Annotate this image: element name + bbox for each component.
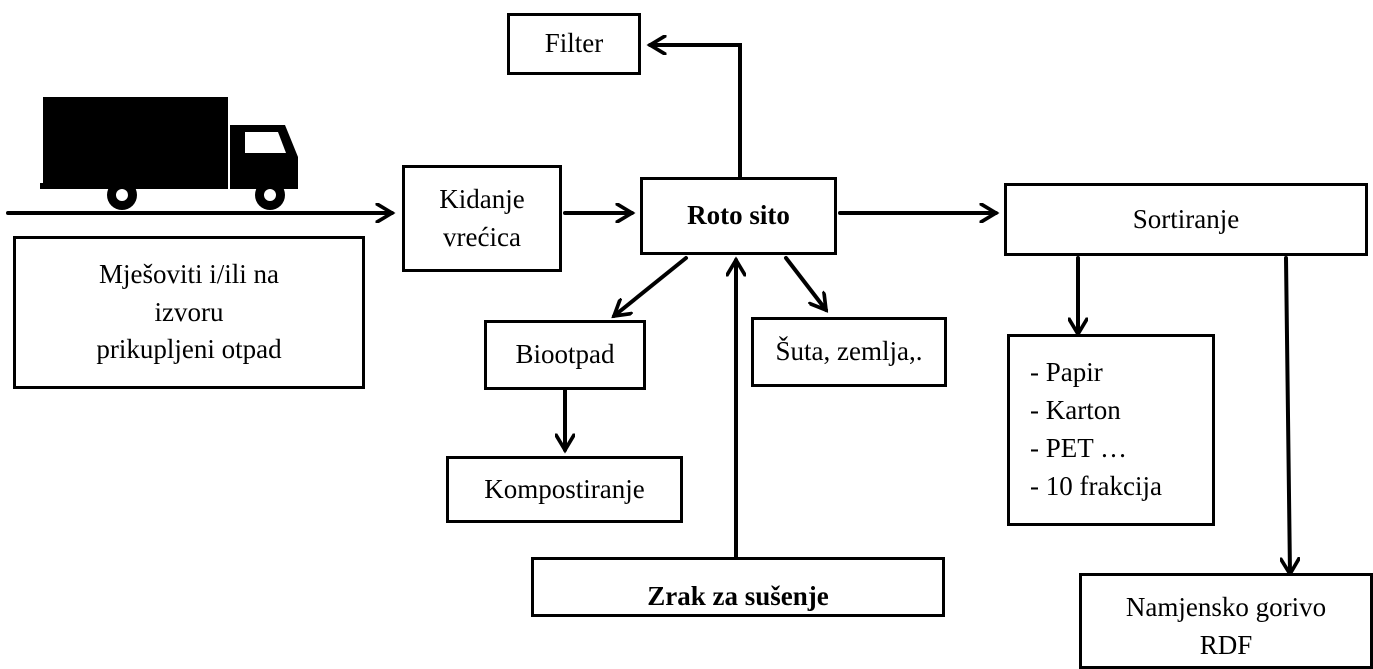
- arrow-sortiranje-rdf: [1286, 256, 1290, 574]
- rdf-label-2: RDF: [1199, 630, 1253, 660]
- biootpad-label: Biootpad: [515, 339, 615, 370]
- sortiranje-box: Sortiranje: [1004, 183, 1368, 256]
- truck-icon: [40, 97, 298, 210]
- mjesoviti-label-1: Mješoviti i/ili na: [99, 258, 279, 289]
- zrak-box: Zrak za sušenje: [531, 557, 945, 617]
- filter-box: Filter: [507, 13, 641, 75]
- frakcija-item: - Papir: [1030, 357, 1103, 388]
- rdf-box: Namjensko gorivo RDF: [1079, 573, 1373, 669]
- kompostiranje-label: Kompostiranje: [484, 473, 645, 504]
- frakcija-item: - Karton: [1030, 395, 1121, 426]
- arrow-roto-suta: [784, 256, 826, 310]
- rdf-label-1: Namjensko gorivo: [1125, 592, 1327, 623]
- kidanje-box: Kidanje vrećica: [402, 165, 562, 272]
- mjesoviti-label-2: izvoru: [154, 296, 224, 327]
- biootpad-box: Biootpad: [484, 320, 646, 390]
- filter-label: Filter: [544, 28, 604, 59]
- zrak-label: Zrak za sušenje: [647, 581, 829, 612]
- suta-box: Šuta, zemlja,.: [751, 317, 947, 387]
- sortiranje-label: Sortiranje: [1132, 203, 1240, 234]
- suta-label: Šuta, zemlja,.: [775, 336, 923, 367]
- roto-sito-box: Roto sito: [640, 177, 837, 255]
- mjesoviti-box: Mješoviti i/ili na izvoru prikupljeni ot…: [13, 236, 365, 389]
- kidanje-label-2: vrećica: [443, 221, 521, 252]
- mjesoviti-label-3: prikupljeni otpad: [96, 334, 282, 365]
- arrow-roto-filter: [650, 45, 742, 180]
- arrow-roto-biootpad: [614, 256, 688, 316]
- roto-sito-label: Roto sito: [687, 200, 790, 231]
- frakcija-item: - PET …: [1030, 433, 1128, 463]
- frakcija-item: - 10 frakcija: [1030, 470, 1162, 501]
- frakcije-box: - Papir - Karton - PET … - 10 frakcija: [1007, 334, 1215, 526]
- kompostiranje-box: Kompostiranje: [446, 456, 683, 523]
- kidanje-label-1: Kidanje: [439, 183, 525, 214]
